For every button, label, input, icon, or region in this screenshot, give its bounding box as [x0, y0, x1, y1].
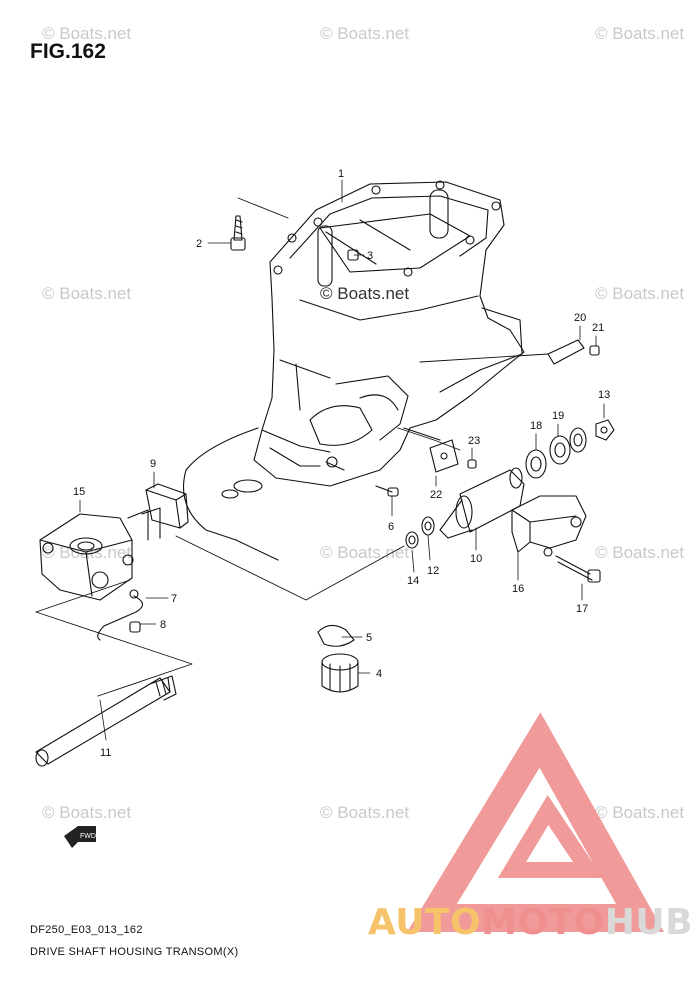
- ground-wire-part-7: [97, 589, 144, 641]
- callout-16: 16: [512, 583, 524, 595]
- bolt-part-6: [375, 485, 399, 497]
- washer-part-12: [421, 516, 435, 536]
- callout-10: 10: [470, 553, 482, 565]
- callout-numbers: 1 2 3 4 5 6 7 8 9 10 11 12 13 14 15 16 1…: [73, 168, 610, 759]
- watermark: © Boats.net: [595, 543, 685, 562]
- screw-part-23: [467, 459, 477, 469]
- watermark: © Boats.net: [320, 803, 410, 822]
- forward-arrow-icon: FWD: [64, 826, 96, 848]
- callout-1: 1: [338, 168, 344, 180]
- washer-part-19: [549, 435, 571, 465]
- watermark: © Boats.net: [595, 24, 685, 43]
- watermark: © Boats.net: [320, 284, 410, 303]
- drive-shaft-housing: [182, 180, 525, 561]
- brand-logo-mark: [407, 712, 664, 932]
- bracket-part-9: [127, 483, 189, 541]
- diagram-code: DF250_E03_013_162: [30, 924, 143, 936]
- callout-20: 20: [574, 312, 586, 324]
- callout-8: 8: [160, 619, 166, 631]
- callout-21: 21: [592, 322, 604, 334]
- brand-part-hub: HUB: [604, 902, 694, 943]
- callout-22: 22: [430, 489, 442, 501]
- clip-part-5: [317, 624, 355, 647]
- forward-arrow-label: FWD: [80, 833, 96, 840]
- plate-part-22: [429, 439, 459, 473]
- diagram-title: DRIVE SHAFT HOUSING TRANSOM(X): [30, 946, 239, 958]
- callout-15: 15: [73, 486, 85, 498]
- bolt-part-2: [230, 215, 246, 251]
- watermark: © Boats.net: [42, 803, 132, 822]
- watermark: © Boats.net: [42, 284, 132, 303]
- callout-7: 7: [171, 593, 177, 605]
- callout-11: 11: [100, 747, 111, 759]
- callout-2: 2: [196, 238, 202, 250]
- grommet-part-4: [321, 653, 359, 693]
- callout-3: 3: [367, 250, 373, 262]
- nut-part-13: [595, 419, 615, 441]
- callout-9: 9: [150, 458, 156, 470]
- washer-part-18: [525, 449, 547, 479]
- callout-17: 17: [576, 603, 588, 615]
- screw-part-21: [589, 345, 600, 356]
- brand-logo-text: AUTOMOTOHUB: [368, 902, 693, 943]
- watermark: © Boats.net: [595, 803, 685, 822]
- bracket-part-20: [547, 339, 585, 365]
- figure-title: FIG.162: [30, 40, 106, 63]
- clamp-part-15: [39, 513, 134, 601]
- washer-part-14: [405, 531, 419, 549]
- callout-13: 13: [598, 389, 610, 401]
- watermark: © Boats.net: [595, 284, 685, 303]
- callout-19: 19: [552, 410, 564, 422]
- screw-part-8: [129, 621, 141, 633]
- holder-part-16: [511, 495, 587, 557]
- mount-part-10: [439, 467, 525, 539]
- brand-part-auto: AUTO: [368, 902, 482, 943]
- callout-23: 23: [468, 435, 480, 447]
- long-bolt-part-11: [35, 675, 177, 767]
- callout-5: 5: [366, 632, 372, 644]
- watermark: © Boats.net: [320, 24, 410, 43]
- callout-leaders: [79, 179, 605, 741]
- bolt-part-17: [555, 555, 601, 583]
- washer-part-19b: [569, 427, 587, 453]
- callout-18: 18: [530, 420, 542, 432]
- callout-4: 4: [376, 668, 382, 680]
- watermark: © Boats.net: [320, 543, 410, 562]
- callout-6: 6: [388, 521, 394, 533]
- leader-lines: [35, 197, 549, 697]
- watermark: © Boats.net: [42, 24, 132, 43]
- brand-part-moto: MOTO: [481, 902, 605, 943]
- callout-14: 14: [407, 575, 419, 587]
- callout-12: 12: [427, 565, 439, 577]
